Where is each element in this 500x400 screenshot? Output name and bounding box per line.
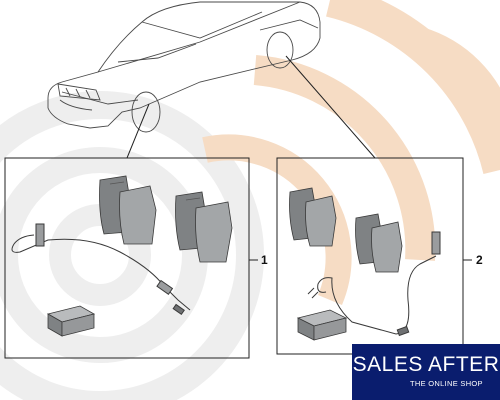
callout-2: 2 bbox=[476, 253, 483, 267]
brand-name: SALES AFTER bbox=[352, 353, 500, 376]
callout-1: 1 bbox=[261, 253, 268, 267]
wear-sensor-2 bbox=[307, 231, 441, 337]
brand-tagline: THE ONLINE SHOP bbox=[410, 379, 483, 388]
wear-sensor-1 bbox=[11, 223, 191, 316]
car-outline bbox=[47, 1, 321, 133]
brake-pad-set-front bbox=[99, 175, 233, 263]
hardware-package-1 bbox=[46, 305, 96, 337]
leader-lines bbox=[126, 55, 376, 159]
kit-box-1 bbox=[4, 157, 250, 359]
brand-badge: SALES AFTER THE ONLINE SHOP bbox=[352, 344, 500, 400]
hardware-package-2 bbox=[296, 309, 348, 341]
brake-pad-set-rear bbox=[289, 187, 403, 273]
